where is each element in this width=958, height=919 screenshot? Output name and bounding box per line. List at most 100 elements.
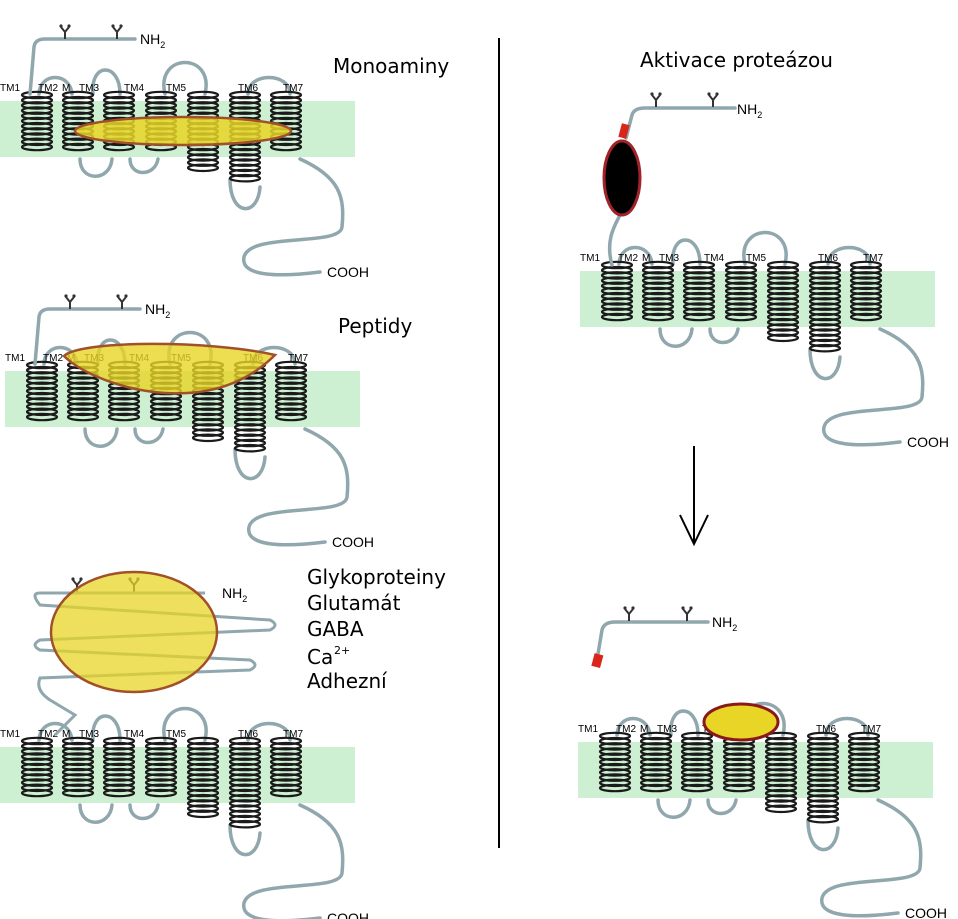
helix-tm3 xyxy=(102,736,136,798)
helix-tm7 xyxy=(847,731,881,793)
glycosylation-icon xyxy=(707,92,719,107)
helix-tm5 xyxy=(186,736,220,819)
helix-tm2 xyxy=(61,736,95,798)
glycosylation-icon xyxy=(681,606,693,621)
helix-tm6 xyxy=(228,736,262,829)
tm-label: TM2 xyxy=(618,253,638,264)
cooh-label: COOH xyxy=(327,264,369,280)
nh2-label: NH2 xyxy=(712,614,737,633)
receptor-chain xyxy=(42,330,350,547)
tm-label: TM6 xyxy=(818,253,838,264)
cooh-label: COOH xyxy=(327,910,369,919)
tm-label: TM4 xyxy=(124,83,144,94)
tm-label: TM5 xyxy=(166,729,186,740)
tm-label: TM7 xyxy=(861,724,881,735)
membrane xyxy=(578,742,933,798)
label-gaba: GABA xyxy=(307,617,364,641)
glycosylation-icon xyxy=(111,24,123,39)
label-glutamat: Glutamát xyxy=(307,591,401,615)
glycosylation-icon xyxy=(650,92,662,107)
ligand-monoamine xyxy=(73,115,293,147)
tm-label: TM6 xyxy=(238,729,258,740)
membrane xyxy=(0,747,355,803)
helix-tm3 xyxy=(682,260,716,322)
tm-label: TM1 xyxy=(578,724,598,735)
helix-tm6 xyxy=(233,360,267,453)
glycoprotein-ecd xyxy=(33,570,277,737)
activated-ligand xyxy=(702,702,780,742)
cooh-label: COOH xyxy=(907,434,949,450)
tm-label: TM4 xyxy=(124,729,144,740)
tm-label: TM3 xyxy=(79,83,99,94)
label-monoaminy: Monoaminy xyxy=(333,54,449,78)
tm-label: TM6 xyxy=(238,83,258,94)
label-adhezni: Adhezní xyxy=(307,669,388,693)
tm-label: TM7 xyxy=(283,729,303,740)
tm-label: M xyxy=(640,724,648,735)
tm-label: TM2 xyxy=(43,353,63,364)
n-terminus-chain xyxy=(28,37,137,96)
helix-tm7 xyxy=(274,360,308,422)
tm-label: TM5 xyxy=(166,83,186,94)
helix-tm6 xyxy=(806,731,840,824)
cleaved-fragment-tag xyxy=(591,653,604,669)
tm-label: M xyxy=(62,729,70,740)
glycosylation-icon xyxy=(623,606,635,621)
tm-label: TM1 xyxy=(5,353,25,364)
tm-label: TM3 xyxy=(659,253,679,264)
label-peptidy: Peptidy xyxy=(338,314,412,338)
tm-label: M xyxy=(62,83,70,94)
tm-label: TM7 xyxy=(288,353,308,364)
nh2-label: NH2 xyxy=(737,101,762,120)
helix-tm4 xyxy=(724,260,758,322)
tm-label: TM4 xyxy=(704,253,724,264)
helix-tm1 xyxy=(20,90,54,152)
helix-tm2 xyxy=(641,260,675,322)
panel-glykoproteiny: TM1 TM2 TM3 TM4 TM5 TM6 TM7 M COOH NH2 xyxy=(0,577,369,919)
label-ca: Ca xyxy=(307,645,333,669)
tm-label: TM5 xyxy=(746,253,766,264)
tm-label: TM1 xyxy=(0,83,20,94)
glycosylation-icon xyxy=(59,24,71,39)
n-terminus-chain xyxy=(33,307,142,366)
tethered-ligand xyxy=(602,139,642,217)
tm-label: TM3 xyxy=(79,729,99,740)
tm-label: TM1 xyxy=(580,253,600,264)
cooh-label: COOH xyxy=(905,905,947,919)
helix-tm6 xyxy=(808,260,842,353)
label-ca-superscript: 2+ xyxy=(334,644,350,657)
tm-label: TM1 xyxy=(0,729,20,740)
nh2-label: NH2 xyxy=(222,585,247,604)
label-aktivace: Aktivace proteázou xyxy=(640,48,833,72)
n-terminus-fragment xyxy=(596,620,710,656)
n-terminus-chain xyxy=(607,106,737,267)
membrane xyxy=(580,271,935,327)
down-arrow-icon xyxy=(679,446,709,547)
helix-tm7 xyxy=(269,736,303,798)
ligand-peptide xyxy=(62,342,278,395)
tm-label: TM2 xyxy=(38,729,58,740)
glycosylation-icon xyxy=(64,294,76,309)
cooh-label: COOH xyxy=(332,534,374,550)
receptor-chain xyxy=(37,706,345,919)
tm-label: TM6 xyxy=(816,724,836,735)
receptor-chain xyxy=(615,701,923,918)
nh2-label: NH2 xyxy=(145,301,170,320)
helix-tm3 xyxy=(680,731,714,793)
helix-tm1 xyxy=(600,260,634,322)
tm-label: TM2 xyxy=(616,724,636,735)
receptor-chain xyxy=(37,60,345,277)
helix-tm1 xyxy=(20,736,54,798)
tm-label: TM7 xyxy=(863,253,883,264)
label-glykoproteiny: Glykoproteiny xyxy=(307,565,446,589)
helix-tm4 xyxy=(144,736,178,798)
receptor-chain xyxy=(617,230,925,447)
tm-label: TM2 xyxy=(38,83,58,94)
helix-tm7 xyxy=(849,260,883,322)
helix-tm1 xyxy=(25,360,59,422)
